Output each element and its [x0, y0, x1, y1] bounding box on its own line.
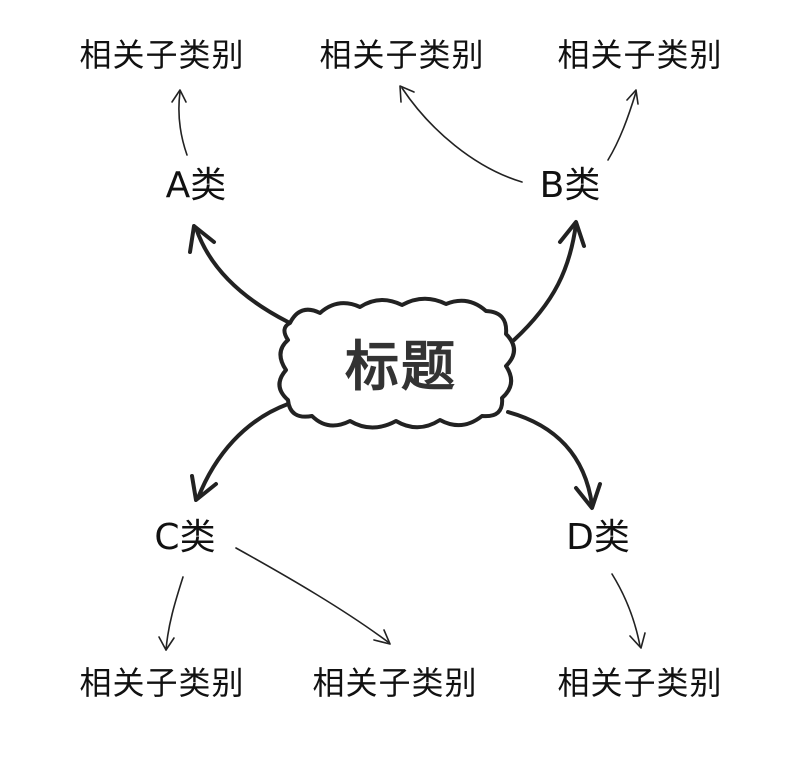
central-cloud-shape	[277, 296, 516, 430]
arrowhead-b-sub-left	[399, 85, 415, 103]
arrowhead-c-sub-right	[373, 629, 391, 645]
arrow-center-to-a	[194, 226, 290, 324]
arrow-d-to-sub	[611, 573, 641, 647]
arrow-c-to-sub-left	[165, 576, 184, 651]
arrow-center-to-d	[506, 410, 594, 507]
branch-c-label: C类	[154, 517, 216, 558]
central-title: 标题	[345, 335, 457, 398]
sub-category-b-1: 相关子类别	[319, 36, 485, 74]
arrowhead-c-sub-left	[158, 636, 175, 651]
sub-category-c-1: 相关子类别	[79, 664, 245, 702]
arrow-c-to-sub-right	[235, 547, 389, 643]
branch-d-label: D类	[566, 517, 630, 558]
arrowhead-b-sub-right	[626, 89, 639, 105]
arrow-b-to-sub-left	[401, 87, 523, 183]
sub-category-c-2: 相关子类别	[312, 664, 478, 702]
branch-a-label: A类	[165, 165, 227, 206]
arrowhead-a-sub	[171, 89, 187, 103]
arrowhead-a	[188, 224, 216, 254]
arrow-center-to-c	[196, 402, 290, 500]
arrowhead-d-sub	[629, 632, 646, 649]
sub-category-d-1: 相关子类别	[557, 664, 723, 702]
branch-b-label: B类	[539, 165, 601, 206]
sub-category-a-1: 相关子类别	[79, 36, 245, 74]
sub-category-b-2: 相关子类别	[557, 36, 723, 74]
arrowhead-c	[190, 474, 218, 502]
arrow-b-to-sub-right	[607, 91, 637, 161]
arrow-a-to-sub	[178, 91, 188, 156]
arrowhead-b	[558, 220, 586, 248]
arrowhead-d	[574, 482, 602, 510]
arrow-center-to-b	[512, 222, 578, 342]
